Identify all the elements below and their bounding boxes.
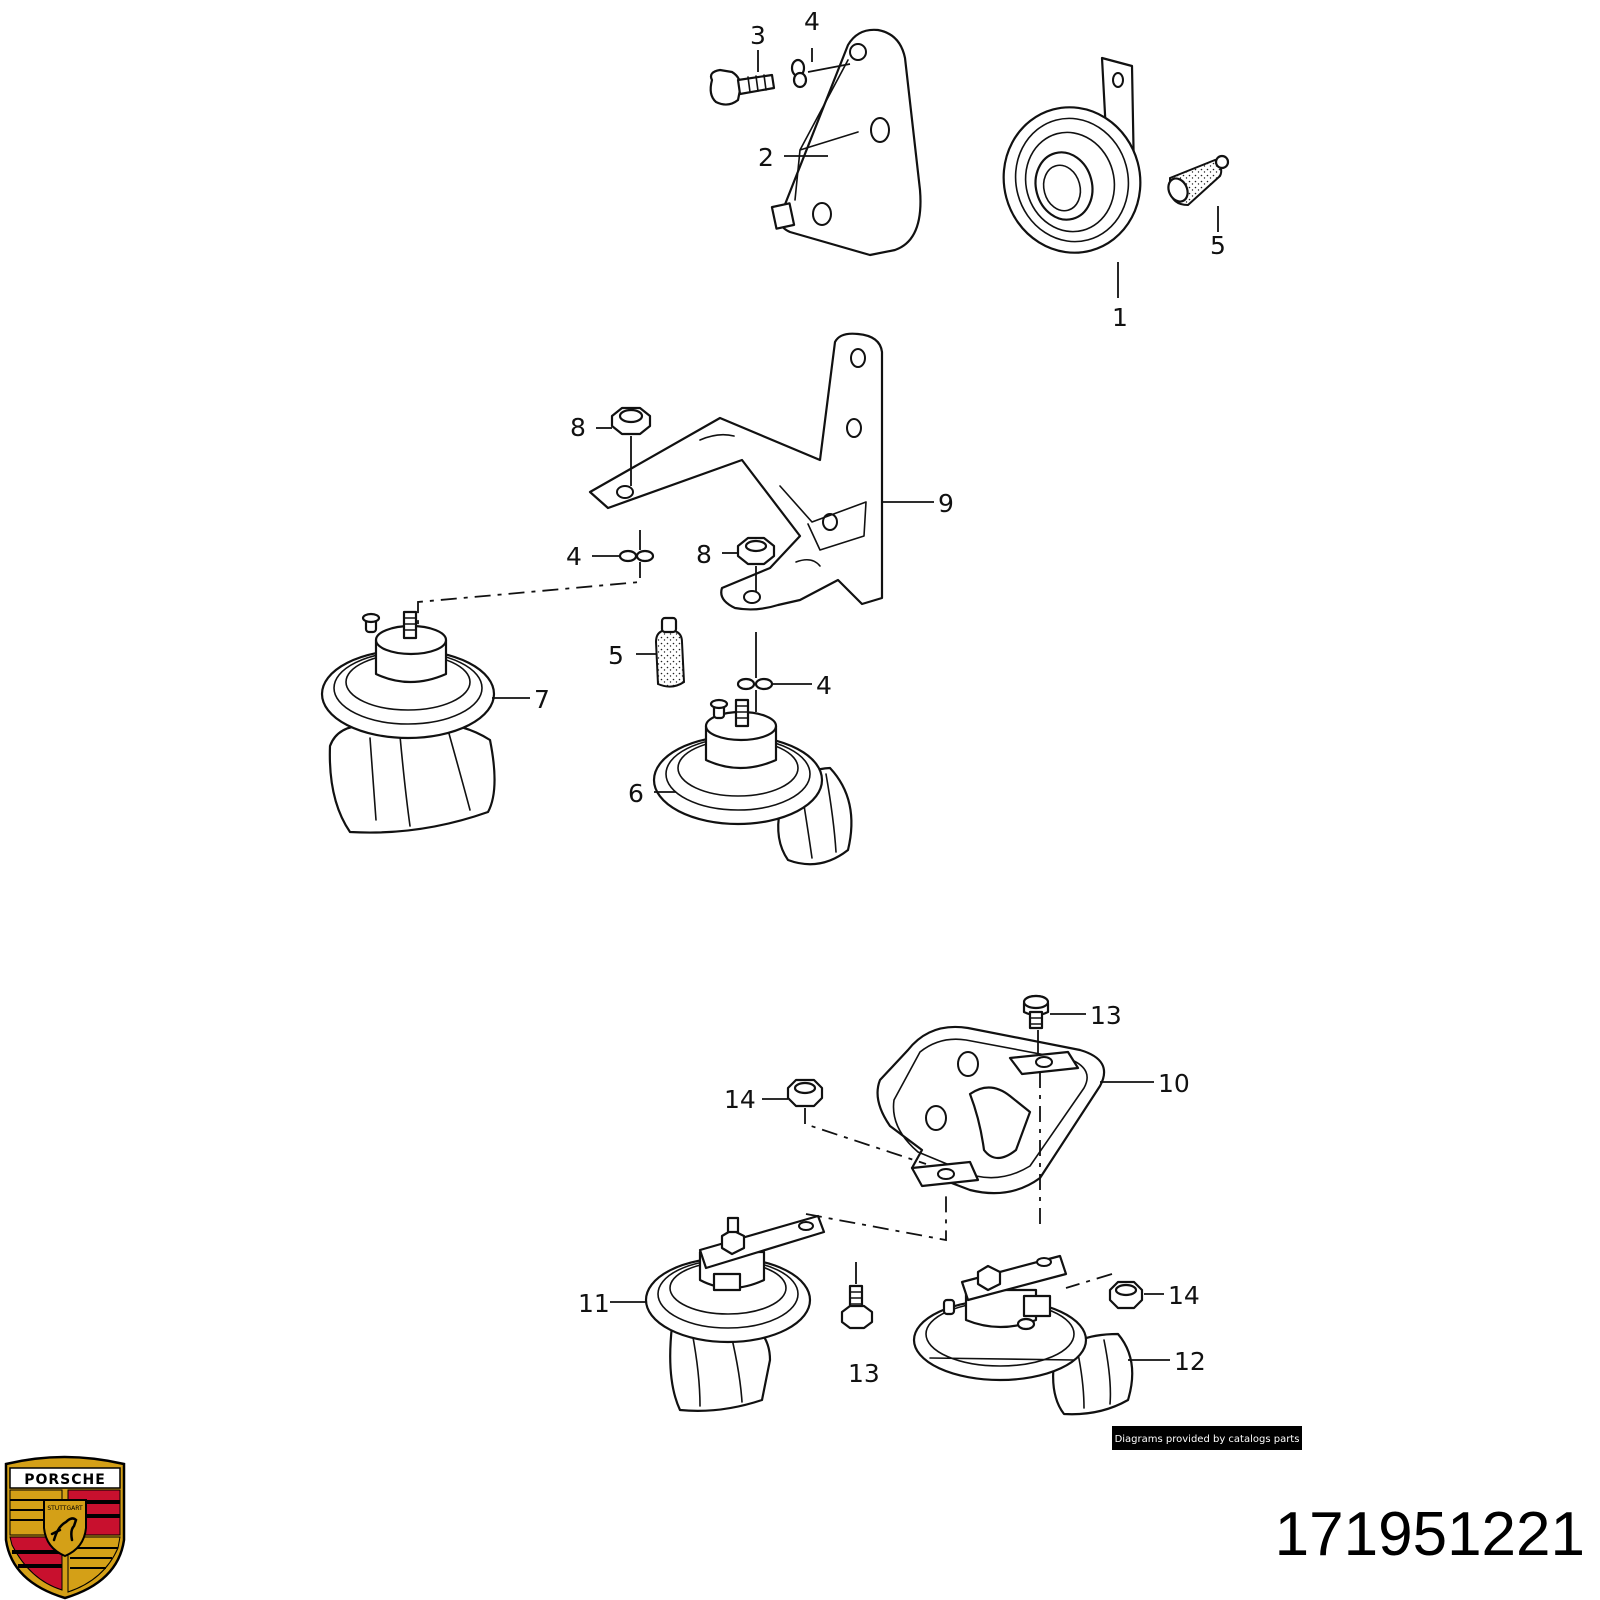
bracket-part-2	[770, 28, 922, 257]
bolt-part-3	[709, 68, 776, 106]
washer-part-4	[790, 58, 851, 89]
callout-10: 10	[1158, 1069, 1190, 1098]
callout-labels: 1 2 3 4 5 8 9 4 8 5 4 7 6 13 10 14 11 13…	[534, 7, 1226, 1388]
cap-part-5-middle	[654, 616, 686, 688]
bolt-part-13-lower	[840, 1284, 874, 1330]
leader-lines	[492, 48, 1219, 1361]
callout-13: 13	[848, 1359, 880, 1388]
callout-2: 2	[758, 143, 774, 172]
bracket-part-10	[876, 1025, 1106, 1195]
porsche-logo: PORSCHE STUTTGART	[4, 1455, 126, 1600]
callout-8: 8	[570, 413, 586, 442]
callout-4: 4	[566, 542, 582, 571]
nut-part-8-lower	[736, 536, 776, 566]
washer-part-4-upper	[618, 549, 655, 563]
horn-part-6	[652, 698, 853, 866]
credit-text: Diagrams provided by catalogs parts	[1115, 1434, 1300, 1445]
callout-8: 8	[696, 540, 712, 569]
callout-3: 3	[750, 21, 766, 50]
bottom-assembly	[644, 994, 1144, 1416]
callout-13: 13	[1090, 1001, 1122, 1030]
callout-5: 5	[608, 641, 624, 670]
logo-brand: PORSCHE	[24, 1472, 106, 1488]
callout-6: 6	[628, 779, 644, 808]
top-assembly	[709, 28, 1230, 257]
washer-part-4-lower	[736, 677, 774, 691]
callout-11: 11	[578, 1289, 610, 1318]
callout-7: 7	[534, 685, 550, 714]
horn-part-12	[912, 1254, 1134, 1416]
callout-12: 12	[1174, 1347, 1206, 1376]
bolt-part-13-upper	[1022, 994, 1050, 1030]
logo-city: STUTTGART	[47, 1505, 83, 1512]
callout-14: 14	[1168, 1281, 1200, 1310]
callout-4: 4	[816, 671, 832, 700]
cap-part-5	[1167, 154, 1230, 207]
horn-part-11	[644, 1214, 826, 1412]
callout-9: 9	[938, 489, 954, 518]
nut-part-14-left	[786, 1078, 824, 1108]
callout-5: 5	[1210, 231, 1226, 260]
horn-part-1	[1002, 56, 1142, 254]
middle-assembly	[320, 332, 884, 866]
credit-label: Diagrams provided by catalogs parts	[1112, 1426, 1302, 1450]
bracket-part-9	[588, 332, 884, 611]
callout-4: 4	[804, 7, 820, 36]
callout-1: 1	[1112, 303, 1128, 332]
nut-part-14-right	[1108, 1280, 1144, 1310]
horn-part-7	[320, 610, 496, 834]
nut-part-8-upper	[610, 406, 652, 436]
callout-14: 14	[724, 1085, 756, 1114]
part-number: 171951221	[1275, 1500, 1585, 1569]
